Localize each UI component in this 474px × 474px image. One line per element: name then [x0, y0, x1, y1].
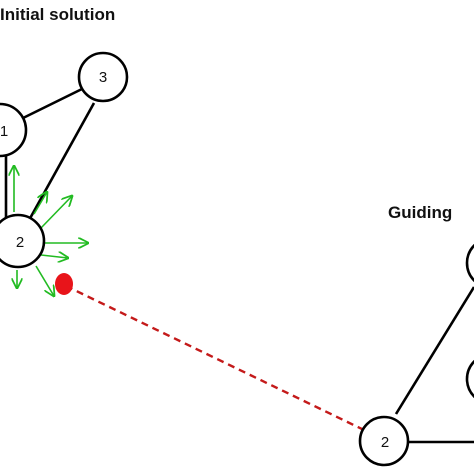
- guiding-node-top: [465, 243, 474, 283]
- node-1-label: 1: [0, 123, 8, 140]
- arrow-right-up: [39, 196, 72, 230]
- guiding-node-2: 2: [358, 415, 410, 467]
- arrow-up-right: [33, 192, 47, 215]
- guiding-node-2-circle: [358, 415, 410, 467]
- node-3-label: 3: [99, 69, 107, 86]
- arrow-right-down: [40, 255, 68, 258]
- node-3-circle: [77, 51, 129, 103]
- guiding-node-middle: [465, 359, 474, 399]
- node-1: 1: [0, 102, 28, 158]
- node-2-label: 2: [16, 234, 24, 251]
- edge-1-3: [18, 86, 85, 122]
- neighborhood-arrows: [14, 166, 88, 296]
- initial-solution-title: Initial solution: [0, 5, 115, 24]
- arrow-down-right: [35, 265, 54, 296]
- path-relinking-line: [65, 284, 365, 432]
- guiding-node-2-label: 2: [381, 434, 389, 451]
- node-2-circle: [0, 213, 46, 269]
- node-3: 3: [77, 51, 129, 103]
- selected-neighbor-point: [55, 273, 73, 295]
- node-2: 2: [0, 213, 46, 269]
- node-1-circle: [0, 102, 28, 158]
- edge-3-2: [26, 102, 96, 223]
- guiding-solution-title: Guiding: [388, 203, 452, 222]
- guiding-edge-diagonal: [394, 286, 474, 415]
